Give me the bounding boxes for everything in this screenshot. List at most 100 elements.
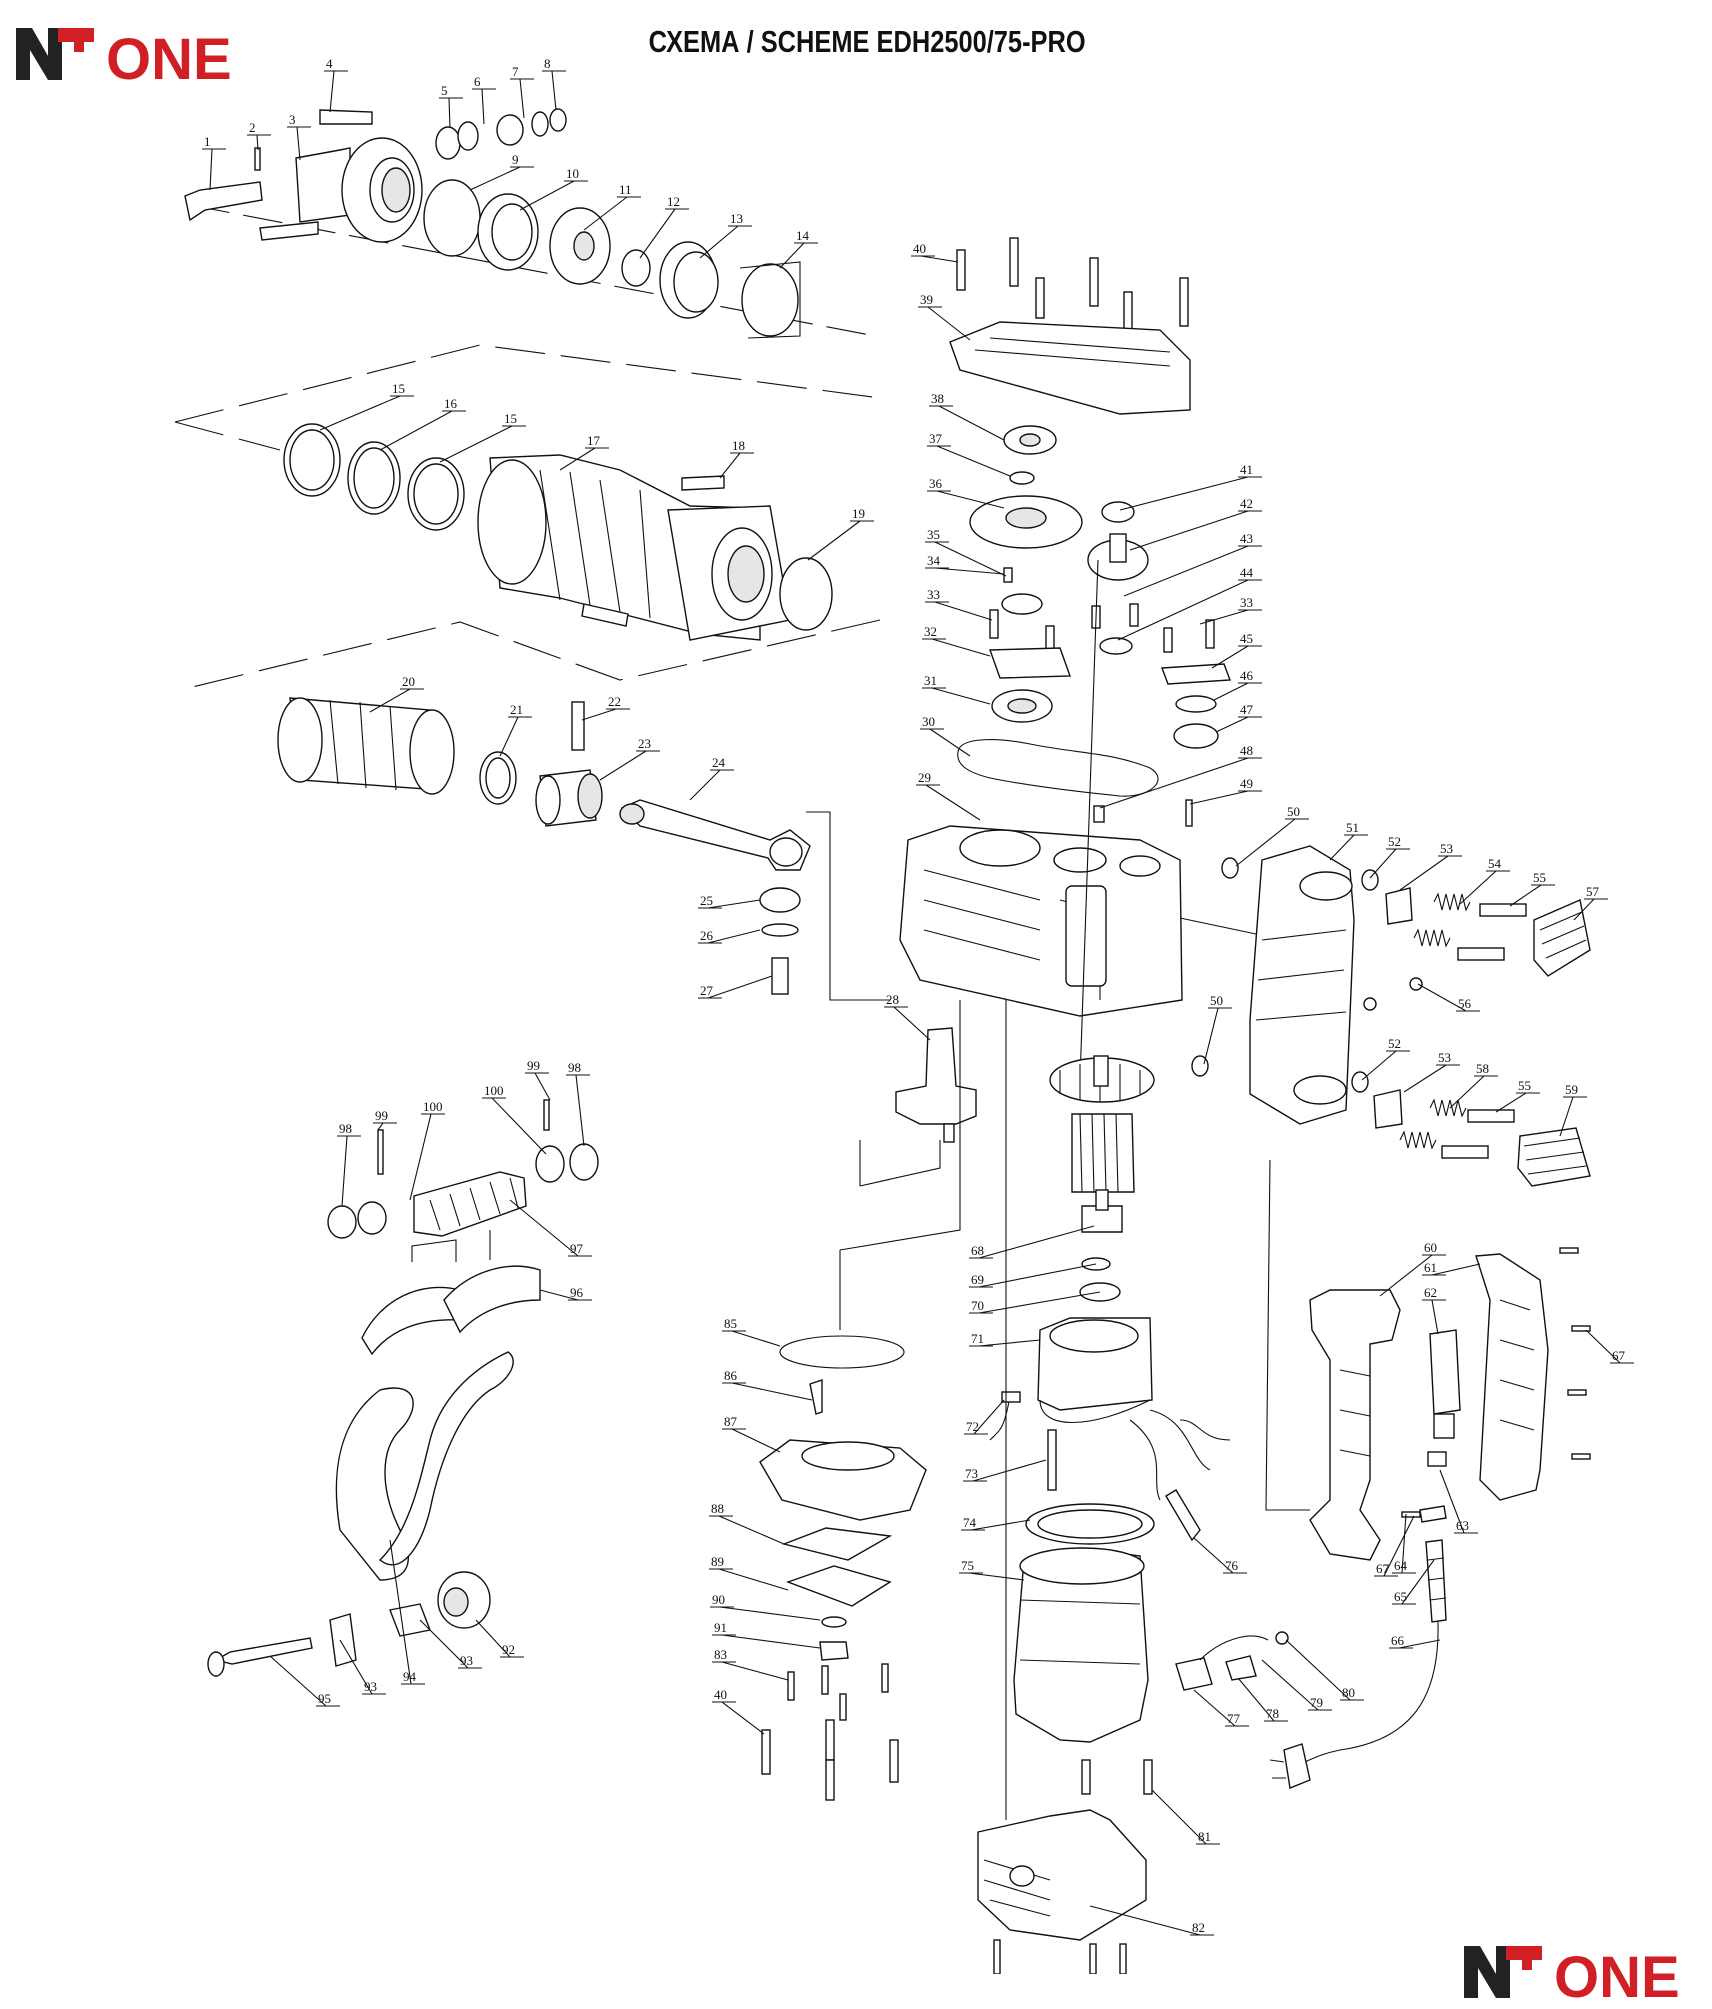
callout-leader-line: [1509, 884, 1542, 907]
callout-leader-line: [534, 1072, 551, 1101]
callout-28: 28: [884, 992, 931, 1041]
callout-leader-line: [934, 601, 993, 621]
callout-number: 88: [711, 1501, 724, 1516]
callout-leader-line: [1189, 790, 1249, 805]
callout-leader-line: [1573, 898, 1595, 921]
callout-leader-line: [369, 688, 411, 713]
callout-87: 87: [722, 1414, 781, 1453]
callout-15: 15: [319, 381, 414, 431]
callout-leader-line: [379, 410, 453, 451]
top-screws: [956, 237, 1189, 333]
callout-leader-line: [491, 1097, 547, 1155]
callout-67: 67: [1585, 1329, 1634, 1364]
callout-4: 4: [324, 56, 348, 113]
callout-number: 35: [927, 527, 940, 542]
barrel-group: [174, 344, 881, 691]
callout-29: 29: [916, 770, 981, 821]
callout-number: 50: [1287, 804, 1300, 819]
callout-number: 99: [375, 1108, 388, 1123]
callout-leader-line: [389, 1539, 412, 1685]
callout-leader-line: [893, 1006, 931, 1041]
callout-leader-line: [1193, 1537, 1234, 1574]
callout-number: 42: [1240, 496, 1253, 511]
callout-number: 4: [326, 56, 333, 71]
callout-93: 93: [339, 1639, 386, 1695]
callout-56: 56: [1417, 983, 1480, 1012]
callout-leader-line: [719, 1606, 821, 1621]
callout-number: 56: [1458, 996, 1472, 1011]
callout-number: 5: [441, 83, 448, 98]
callout-number: 90: [712, 1592, 725, 1607]
callout-leader-line: [721, 1661, 789, 1681]
callout-leader-line: [1119, 476, 1249, 511]
callout-52: 52: [1369, 834, 1410, 879]
callout-number: 16: [444, 396, 458, 411]
callout-number: 12: [667, 194, 680, 209]
callout-leader-line: [721, 1701, 765, 1735]
callout-leader-line: [539, 1289, 579, 1301]
callout-number: 76: [1225, 1558, 1239, 1573]
callout-leader-line: [341, 1135, 348, 1207]
callout-leader-line: [920, 255, 959, 263]
callout-number: 49: [1240, 776, 1253, 791]
callout-leader-line: [929, 728, 971, 757]
callout-number: 41: [1240, 462, 1253, 477]
callout-number: 100: [484, 1083, 504, 1098]
callout-leader-line: [1383, 1515, 1415, 1577]
callout-number: 99: [527, 1058, 540, 1073]
callout-35: 35: [925, 527, 1007, 577]
callout-number: 55: [1533, 870, 1546, 885]
bottom-cover-group: [759, 1000, 1007, 1820]
callout-number: 54: [1488, 856, 1502, 871]
callout-59: 59: [1559, 1082, 1587, 1137]
callout-leader-line: [599, 750, 647, 781]
callout-72: 72: [964, 1399, 1005, 1435]
callout-64: 64: [1392, 1513, 1416, 1574]
callout-42: 42: [1129, 496, 1262, 551]
callout-2: 2: [247, 120, 271, 151]
callout-leader-line: [551, 70, 557, 111]
callout-leader-line: [731, 1428, 781, 1453]
callout-number: 51: [1346, 820, 1359, 835]
callout-leader-line: [807, 520, 861, 561]
callout-number: 48: [1240, 743, 1253, 758]
callout-number: 34: [927, 553, 941, 568]
brand-name: ONE: [106, 27, 232, 86]
callout-number: 85: [724, 1316, 737, 1331]
callout-14: 14: [779, 228, 818, 269]
callout-number: 15: [504, 411, 517, 426]
callout-leader-line: [970, 1519, 1031, 1531]
brand-logo: ONE: [14, 22, 244, 92]
callout-number: 89: [711, 1554, 724, 1569]
callout-94: 94: [389, 1539, 425, 1685]
callout-leader-line: [1237, 1677, 1275, 1722]
callout-73: 73: [963, 1459, 1047, 1482]
callout-17: 17: [559, 433, 609, 471]
callout-86: 86: [722, 1368, 813, 1401]
callout-number: 75: [961, 1558, 974, 1573]
callout-leader-line: [469, 166, 521, 191]
callout-number: 65: [1394, 1589, 1407, 1604]
callout-number: 69: [971, 1272, 984, 1287]
callout-leader-line: [925, 784, 981, 821]
motor-group: [989, 559, 1289, 1743]
callout-91: 91: [712, 1620, 821, 1649]
callout-number: 7: [512, 64, 519, 79]
callout-number: 71: [971, 1331, 984, 1346]
callout-54: 54: [1459, 856, 1510, 905]
callout-49: 49: [1189, 776, 1262, 805]
callout-leader-line: [931, 687, 991, 705]
callout-21: 21: [499, 702, 532, 757]
callout-leader-line: [1401, 1513, 1407, 1574]
callout-number: 28: [886, 992, 899, 1007]
callout-45: 45: [1211, 631, 1262, 669]
callout-number: 92: [502, 1642, 515, 1657]
callout-39: 39: [918, 292, 971, 341]
callout-79: 79: [1261, 1659, 1332, 1711]
callout-leader-line: [731, 1382, 813, 1401]
callout-leader-line: [978, 1291, 1101, 1314]
callout-number: 61: [1424, 1260, 1437, 1275]
callout-number: 52: [1388, 1036, 1401, 1051]
callout-32: 32: [922, 624, 991, 657]
callout-leader-line: [1211, 645, 1249, 669]
